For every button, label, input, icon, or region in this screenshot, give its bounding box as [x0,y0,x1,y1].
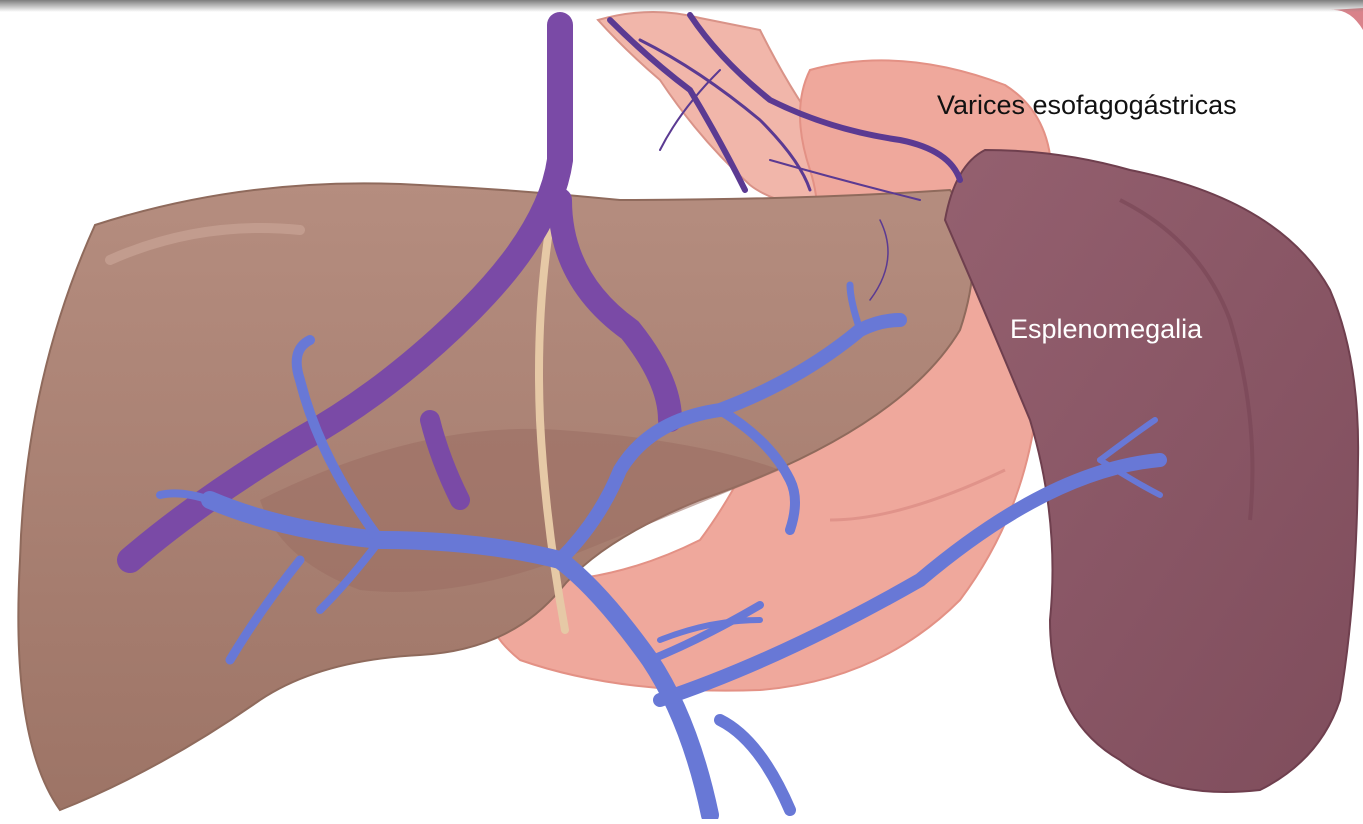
varices-label: Varices esofagogástricas [937,90,1237,121]
esplenomegalia-label: Esplenomegalia [1010,314,1202,345]
top-shadow [0,0,1363,12]
